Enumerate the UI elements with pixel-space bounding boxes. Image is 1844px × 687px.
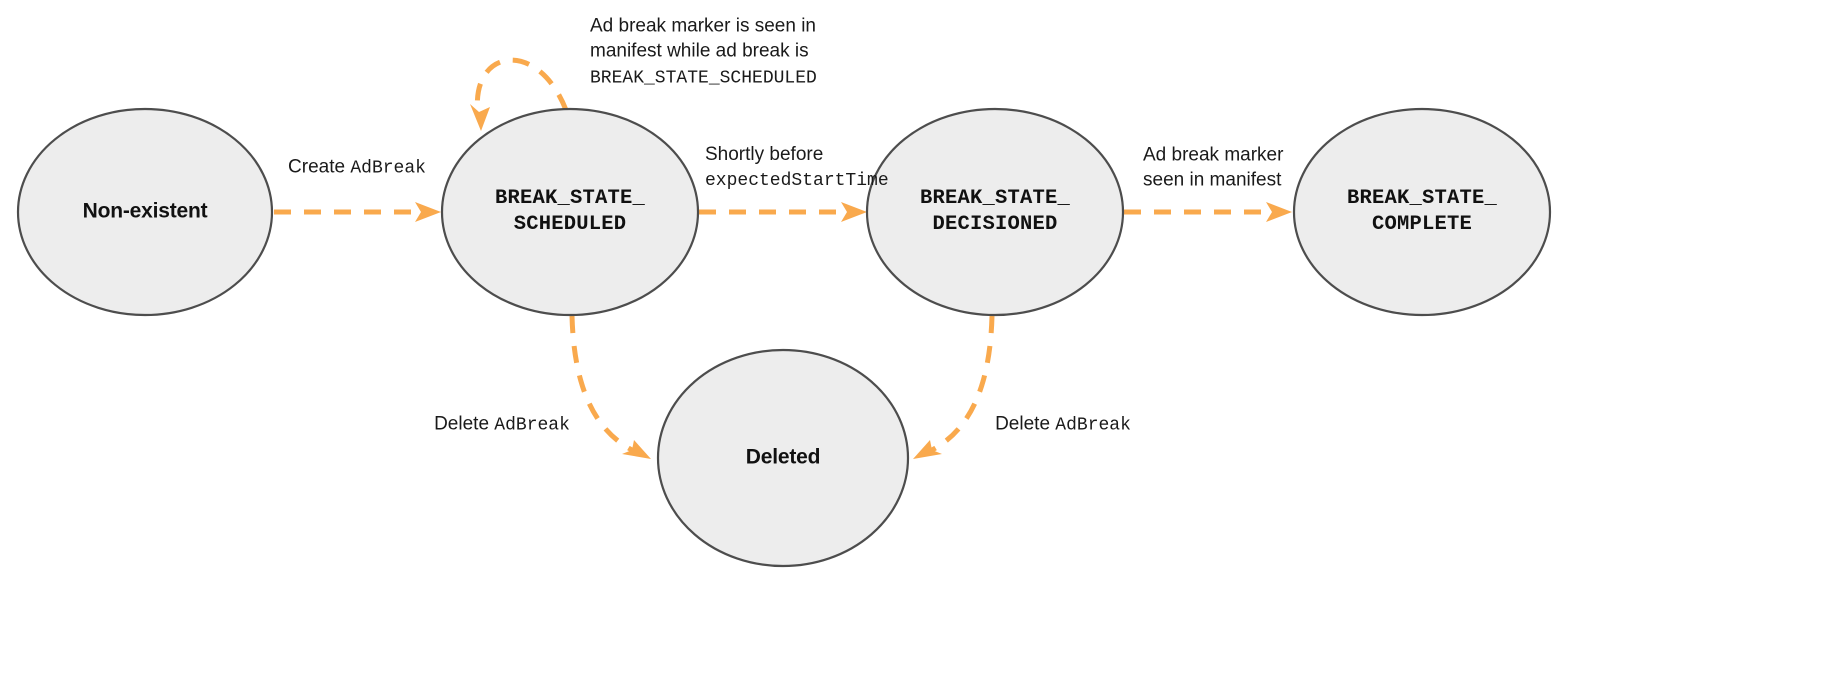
edge-scheduled-self-loop-arrowhead: [470, 104, 490, 131]
node-non-existent[interactable]: [16, 107, 274, 317]
edge-delete-from-decisioned-path: [928, 315, 995, 454]
edge-scheduled-self-loop-path: [474, 57, 569, 115]
edge-delete-from-scheduled-arrowhead: [622, 440, 651, 459]
edge-delete-adbreak-from-decisioned[interactable]: [913, 315, 995, 459]
node-deleted[interactable]: [656, 348, 910, 568]
edge-scheduled-self-loop[interactable]: [470, 57, 569, 131]
edge-create-adbreak[interactable]: [274, 202, 441, 222]
edge-delete-from-scheduled-path: [569, 315, 636, 454]
edge-delete-from-decisioned-arrowhead: [913, 440, 942, 459]
node-break-state-decisioned[interactable]: [865, 107, 1125, 317]
edge-marker-seen-arrowhead: [1266, 202, 1292, 222]
edge-shortly-before-expected-start-time[interactable]: [699, 202, 867, 222]
edge-create-adbreak-arrowhead: [415, 202, 441, 222]
node-break-state-complete[interactable]: [1292, 107, 1552, 317]
edge-shortly-before-arrowhead: [841, 202, 867, 222]
edge-ad-break-marker-seen-in-manifest[interactable]: [1124, 202, 1292, 222]
node-break-state-scheduled[interactable]: [440, 107, 700, 317]
edge-delete-adbreak-from-scheduled[interactable]: [569, 315, 651, 459]
